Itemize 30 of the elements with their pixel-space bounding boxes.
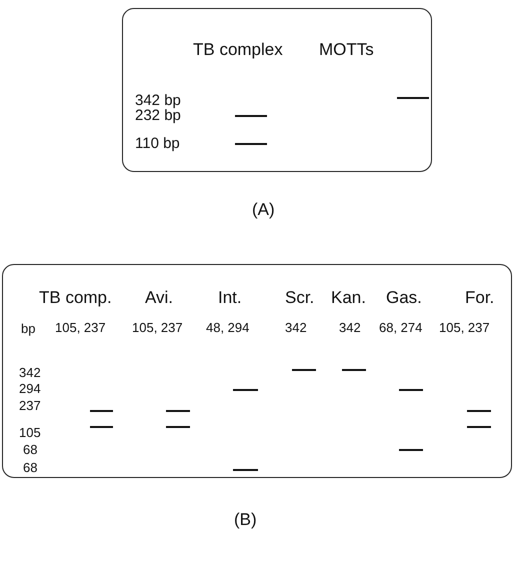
column-header: For. (465, 289, 494, 306)
size-label: 342 (339, 321, 361, 334)
size-label: 105, 237 (132, 321, 183, 334)
size-label: 68, 274 (379, 321, 422, 334)
size-label: 232 bp (135, 108, 181, 123)
column-header: Avi. (145, 289, 174, 306)
column-header: Int. (218, 289, 242, 306)
size-label: 48, 294 (206, 321, 250, 334)
panel-caption: (B) (234, 511, 257, 528)
gel-panel (122, 8, 432, 172)
size-label: 110 bp (135, 136, 180, 151)
size-label: 68 (23, 461, 38, 474)
size-label: 342 (19, 366, 41, 379)
size-label: bp (21, 322, 36, 335)
gel-panel (2, 264, 512, 478)
column-header: Scr. (285, 289, 314, 306)
column-header: TB comp. (39, 289, 112, 306)
size-label: 105, 237 (55, 321, 106, 334)
column-header: TB complex (193, 41, 283, 58)
size-label: 237 (19, 399, 41, 412)
column-header: Gas. (386, 289, 422, 306)
size-label: 105 (19, 426, 41, 439)
size-label: 342 (285, 321, 307, 334)
column-header: Kan. (331, 289, 366, 306)
size-label: 68 (23, 443, 38, 456)
panel-caption: (A) (252, 201, 275, 218)
size-label: 342 bp (135, 93, 181, 108)
column-header: MOTTs (319, 41, 374, 58)
size-label: 294 (19, 382, 41, 395)
size-label: 105, 237 (439, 321, 490, 334)
